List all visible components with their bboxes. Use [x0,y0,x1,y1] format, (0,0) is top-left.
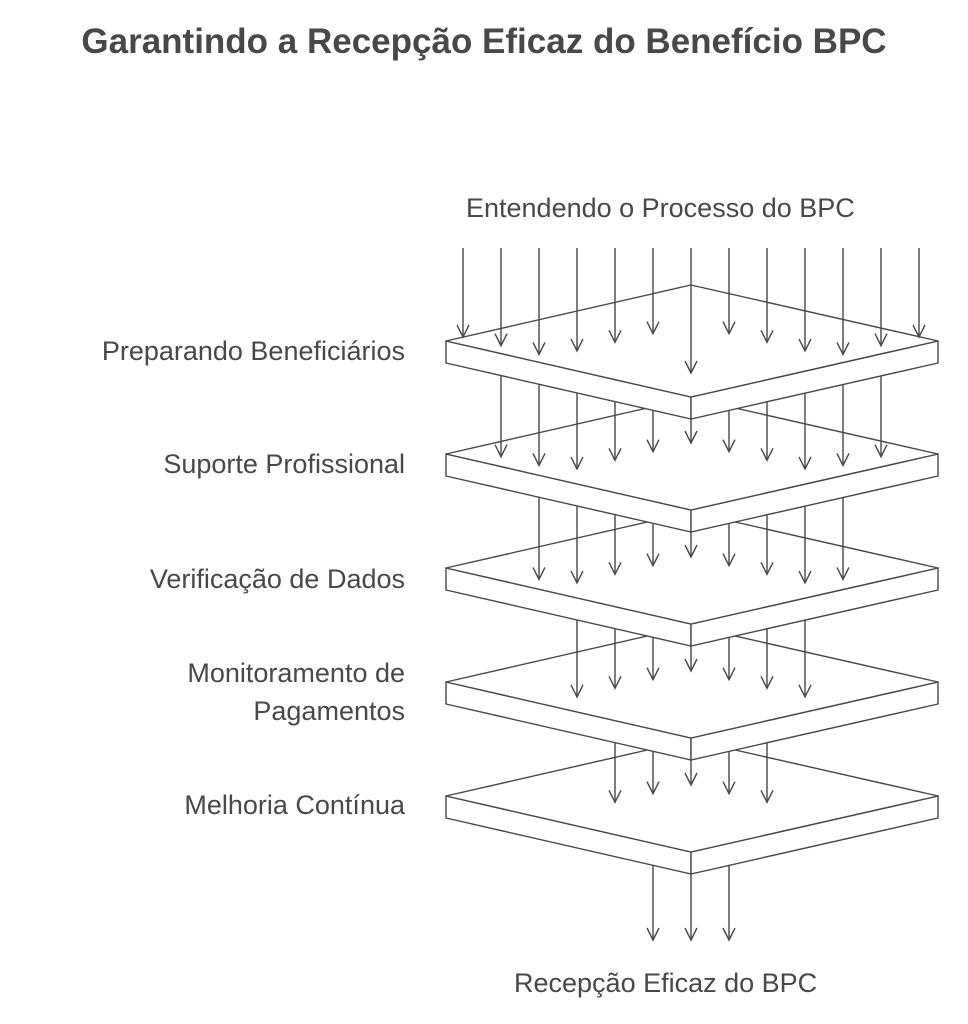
layer-plate-4 [445,625,939,761]
input-arrow-8 [722,248,736,336]
pass-arrow-2-6 [722,523,736,568]
pass-arrow-2-9 [836,497,850,581]
layer-plate-1 [445,284,939,420]
input-arrow-5 [608,248,622,344]
pass-arrow-1-6 [684,419,698,445]
pass-arrow-2-7 [760,514,774,576]
pass-arrow-1-2 [532,384,546,467]
layer-plate-2 [445,397,939,533]
pass-arrow-3-3 [646,637,660,682]
pass-arrow-1-4 [608,401,622,462]
layer-label-5: Melhoria Contínua [184,790,405,820]
input-label: Entendendo o Processo do BPC [466,193,855,223]
pass-arrow-4-3 [684,760,698,787]
pass-arrow-1-5 [646,410,660,454]
pass-arrow-4-2 [646,751,660,796]
input-arrow-2 [494,248,508,348]
pass-arrow-3-1 [570,620,584,699]
output-arrow-5-1 [646,865,660,942]
pass-arrow-3-5 [722,637,736,682]
layer-plate-5 [445,739,939,875]
pass-arrow-4-4 [722,751,736,796]
input-arrow-13 [912,248,926,339]
pass-arrow-3-6 [760,628,774,690]
pass-arrow-1-11 [874,375,888,459]
pass-arrow-2-1 [532,497,546,581]
diagram-title: Garantindo a Recepção Eficaz do Benefíci… [81,22,887,61]
output-arrow-5-3 [722,865,736,942]
input-arrow-12 [874,248,888,348]
input-arrow-11 [836,248,850,356]
pass-arrow-2-3 [608,514,622,576]
pass-arrow-1-10 [836,384,850,467]
pass-arrow-2-8 [798,506,812,585]
pass-arrow-3-4 [684,646,698,673]
pass-arrow-1-9 [798,393,812,471]
input-arrow-7 [684,248,698,375]
pass-arrow-4-1 [608,742,622,804]
input-arrow-6 [646,248,660,336]
layer-label-2: Suporte Profissional [163,449,405,479]
pass-arrow-4-5 [760,742,774,804]
input-arrow-9 [760,248,774,344]
pass-arrow-3-2 [608,628,622,690]
input-arrow-4 [570,248,584,353]
layer-label-1: Preparando Beneficiários [101,336,405,366]
pass-arrow-2-2 [570,506,584,585]
input-arrow-1 [456,248,470,339]
output-arrow-5-2 [684,874,698,942]
pass-arrow-1-3 [570,393,584,471]
pass-arrow-2-4 [646,523,660,568]
input-arrow-10 [798,248,812,353]
layer-label-3: Verificação de Dados [149,564,405,594]
pass-arrow-2-5 [684,532,698,559]
pass-arrow-1-8 [760,401,774,462]
pass-arrow-1-1 [494,375,508,459]
layer-label-4: Monitoramento de Pagamentos [187,658,405,726]
pass-arrow-1-7 [722,410,736,454]
layer-plate-3 [445,511,939,647]
output-label: Recepção Eficaz do BPC [514,968,818,998]
input-arrow-3 [532,248,546,356]
pass-arrow-3-7 [798,620,812,699]
